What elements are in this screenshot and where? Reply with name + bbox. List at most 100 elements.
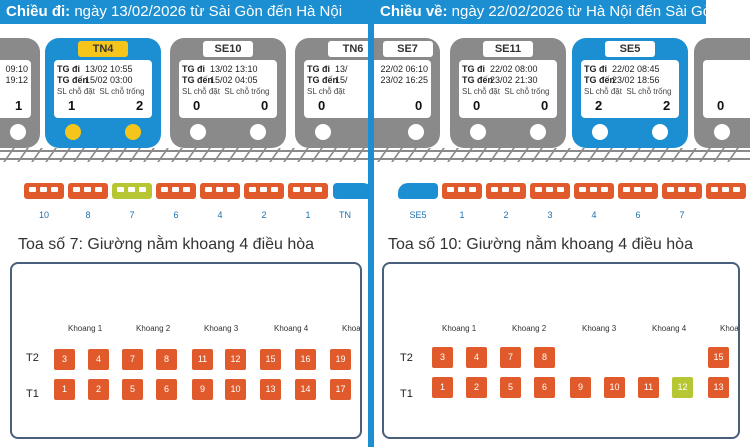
- berth[interactable]: 4: [466, 347, 487, 368]
- seat-map: Khoang 1 Khoang 2 Khoang 3 Khoang 4 Khoa…: [10, 262, 362, 439]
- train-arr-time: 23/02 18:56: [612, 75, 660, 85]
- dep-label: TG đi: [307, 64, 330, 74]
- berth[interactable]: 5: [500, 377, 521, 398]
- berth[interactable]: 1: [432, 377, 453, 398]
- coach-car[interactable]: [288, 183, 328, 199]
- train-free-count: 0: [415, 98, 423, 113]
- coach-car[interactable]: [662, 183, 702, 199]
- compartment-label: Khoang 2: [512, 324, 547, 333]
- coach-car[interactable]: [618, 183, 658, 199]
- train-dep-time: 22/02 08:45: [612, 64, 660, 74]
- coach-number: 2: [503, 210, 509, 220]
- coach-car[interactable]: [486, 183, 526, 199]
- train-card-partial[interactable]: 09:10 19:12 1: [0, 38, 40, 148]
- berth[interactable]: 9: [570, 377, 591, 398]
- train-code: SE5: [605, 41, 655, 57]
- coach-car-selected[interactable]: [112, 183, 152, 199]
- berth[interactable]: 14: [295, 379, 316, 400]
- tier-label: T1: [26, 388, 39, 400]
- berth[interactable]: 2: [466, 377, 487, 398]
- berth[interactable]: 12: [225, 349, 246, 370]
- coach-car[interactable]: [156, 183, 196, 199]
- berth[interactable]: 15: [260, 349, 281, 370]
- train-code: SE11: [483, 41, 533, 57]
- coach-number: TN: [339, 210, 351, 220]
- train-wheel: [10, 124, 26, 140]
- compartment-label: Khoang 1: [442, 324, 477, 333]
- seat-map: Khoang 1 Khoang 2 Khoang 3 Khoang 4 Khoa…: [382, 262, 740, 439]
- coach-car[interactable]: [530, 183, 570, 199]
- coach-number: 10: [38, 210, 49, 220]
- free-label: SL chỗ trống: [99, 87, 145, 96]
- return-header-text: ngày 22/02/2026 từ Hà Nội đến Sài Gòn: [447, 3, 720, 20]
- berth[interactable]: 11: [638, 377, 659, 398]
- arr-label: TG đến: [462, 75, 493, 85]
- coach-car[interactable]: [200, 183, 240, 199]
- berth[interactable]: 2: [88, 379, 109, 400]
- rail-track: [374, 148, 750, 162]
- train-wheel: [530, 124, 546, 140]
- berth[interactable]: 5: [122, 379, 143, 400]
- berth[interactable]: 7: [122, 349, 143, 370]
- coach-number: 7: [679, 210, 685, 220]
- coach-car[interactable]: [244, 183, 284, 199]
- coach-car[interactable]: [574, 183, 614, 199]
- arr-label: TG đến: [182, 75, 213, 85]
- berth-selected[interactable]: 12: [672, 377, 693, 398]
- free-label: SL chỗ trống: [224, 87, 270, 96]
- coach-car[interactable]: [68, 183, 108, 199]
- berth[interactable]: 4: [88, 349, 109, 370]
- train-card-partial[interactable]: 0: [694, 38, 750, 148]
- train-dep-time: 13/02 10:55: [85, 64, 133, 74]
- berth[interactable]: 6: [156, 379, 177, 400]
- berth[interactable]: 7: [500, 347, 521, 368]
- compartment-label: Khoang 5: [342, 324, 361, 333]
- coach-car[interactable]: [706, 183, 746, 199]
- berth[interactable]: 8: [534, 347, 555, 368]
- berth[interactable]: 9: [192, 379, 213, 400]
- berth[interactable]: 19: [330, 349, 351, 370]
- compartment-label: Khoang 3: [204, 324, 239, 333]
- berth[interactable]: 1: [54, 379, 75, 400]
- train-arr-row: TG đến23/02 18:56: [584, 75, 660, 85]
- berth[interactable]: 17: [330, 379, 351, 400]
- locomotive-label: SE5: [409, 210, 427, 220]
- train-seat-labels: SL chỗ đặt SL chỗ trống: [462, 87, 549, 96]
- berth[interactable]: 15: [708, 347, 729, 368]
- coach-car[interactable]: [24, 183, 64, 199]
- train-dep-time: 13/: [335, 64, 348, 74]
- berth[interactable]: 13: [260, 379, 281, 400]
- coach-number: 1: [459, 210, 465, 220]
- berth[interactable]: 3: [432, 347, 453, 368]
- train-wheel: [250, 124, 266, 140]
- coach-car[interactable]: [442, 183, 482, 199]
- train-seat-labels: SL chỗ đặt SL chỗ trống: [182, 87, 269, 96]
- train-dep-time: 09:10: [5, 64, 28, 74]
- return-header-prefix: Chiều về:: [380, 3, 448, 20]
- locomotive-icon: [398, 183, 438, 199]
- train-card-se7[interactable]: SE7 22/02 06:10 23/02 16:25 0: [374, 38, 440, 148]
- berth[interactable]: 3: [54, 349, 75, 370]
- berth[interactable]: 10: [604, 377, 625, 398]
- coach-title: Toa số 7: Giường nằm khoang 4 điều hòa: [18, 236, 315, 253]
- train-wheel: [592, 124, 608, 140]
- berth[interactable]: 11: [192, 349, 213, 370]
- rail-track: [0, 148, 368, 162]
- berth[interactable]: 6: [534, 377, 555, 398]
- berth[interactable]: 13: [708, 377, 729, 398]
- berth[interactable]: 8: [156, 349, 177, 370]
- train-seat-labels: SL chỗ đặt: [307, 87, 345, 96]
- berth[interactable]: 16: [295, 349, 316, 370]
- train-wheel: [408, 124, 424, 140]
- berth[interactable]: 10: [225, 379, 246, 400]
- train-booked-count: 1: [68, 98, 76, 113]
